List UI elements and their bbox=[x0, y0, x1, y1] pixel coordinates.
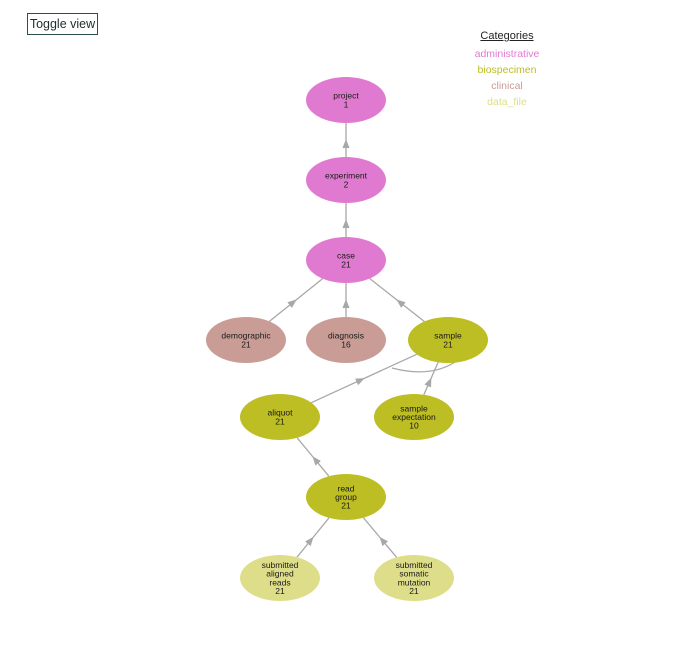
node-label: aliquot bbox=[267, 408, 293, 418]
edge-sample-to-case bbox=[369, 278, 425, 322]
node-label: project bbox=[333, 91, 359, 101]
node-label: submitted bbox=[396, 560, 433, 570]
node-label: sample bbox=[400, 403, 428, 413]
node-label: diagnosis bbox=[328, 331, 364, 341]
legend-item-administrative: administrative bbox=[474, 48, 540, 60]
node-label: aligned bbox=[266, 569, 294, 579]
node-label: expectation bbox=[392, 412, 436, 422]
legend-item-biospecimen: biospecimen bbox=[477, 64, 537, 76]
node-ellipse[interactable] bbox=[240, 555, 320, 601]
node-label: 1 bbox=[344, 99, 349, 109]
node-ellipse[interactable] bbox=[374, 394, 454, 440]
node-label: 10 bbox=[409, 421, 419, 431]
toggle-view-button[interactable]: Toggle view bbox=[27, 13, 98, 35]
node-label: case bbox=[337, 251, 355, 261]
node-label: 21 bbox=[275, 586, 285, 596]
edge-sample-to-diagnosis bbox=[391, 361, 456, 373]
node-label: 21 bbox=[275, 416, 285, 426]
node-label: sample bbox=[434, 331, 462, 341]
node-label: 21 bbox=[443, 339, 453, 349]
node-label: 21 bbox=[341, 259, 351, 269]
node-ellipse[interactable] bbox=[206, 317, 286, 363]
node-label: 21 bbox=[241, 339, 251, 349]
node-label: 16 bbox=[341, 339, 351, 349]
node-ellipse[interactable] bbox=[306, 317, 386, 363]
node-label: 21 bbox=[341, 501, 351, 511]
node-ellipse[interactable] bbox=[306, 237, 386, 283]
node-label: somatic bbox=[399, 569, 429, 579]
node-ellipse[interactable] bbox=[306, 77, 386, 123]
categories-legend: Categories administrative biospecimen cl… bbox=[447, 30, 567, 110]
edge-demographic-to-case bbox=[268, 278, 324, 322]
node-ellipse[interactable] bbox=[306, 157, 386, 203]
node-label: demographic bbox=[221, 331, 271, 341]
edge-aliquot-to-sample bbox=[311, 353, 417, 404]
node-label: group bbox=[335, 492, 357, 502]
node-ellipse[interactable] bbox=[374, 555, 454, 601]
node-label: mutation bbox=[398, 577, 431, 587]
node-label: 21 bbox=[409, 586, 419, 596]
node-label: reads bbox=[269, 577, 290, 587]
edge-submitted_somatic_mutation-to-read_group bbox=[362, 517, 398, 558]
legend-item-clinical: clinical bbox=[491, 80, 523, 92]
edges-layer bbox=[268, 123, 456, 558]
legend-item-data-file: data_file bbox=[487, 96, 527, 108]
node-ellipse[interactable] bbox=[240, 394, 320, 440]
node-label: read bbox=[337, 483, 354, 493]
node-ellipse[interactable] bbox=[306, 474, 386, 520]
node-label: experiment bbox=[325, 171, 368, 181]
node-label: 2 bbox=[344, 179, 349, 189]
edge-read_group-to-aliquot bbox=[296, 437, 330, 477]
legend-title: Categories bbox=[480, 30, 534, 42]
node-label: submitted bbox=[262, 560, 299, 570]
node-ellipse[interactable] bbox=[408, 317, 488, 363]
edge-sample_expectation-to-sample bbox=[423, 362, 439, 395]
nodes-layer: project1experiment2case21demographic21di… bbox=[206, 77, 488, 601]
edge-submitted_aligned_reads-to-read_group bbox=[296, 517, 330, 558]
